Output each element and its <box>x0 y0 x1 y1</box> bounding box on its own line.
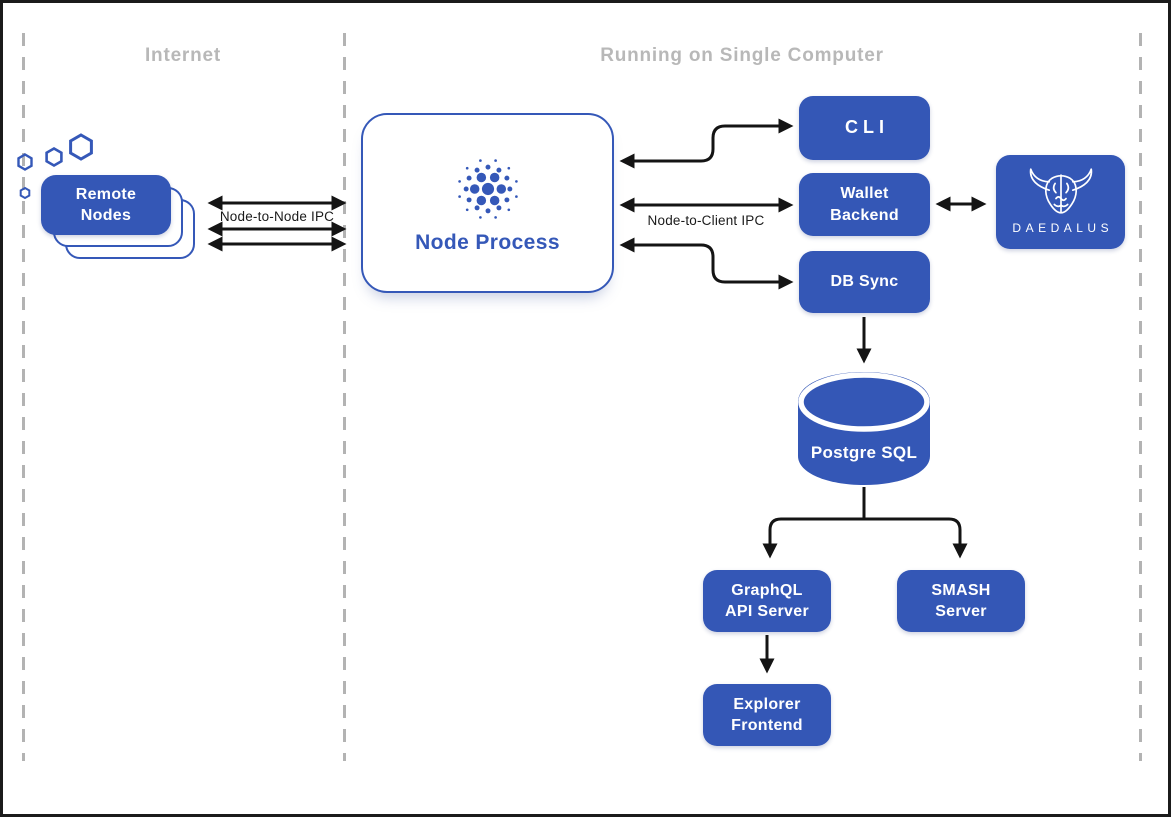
dashed-divider-left <box>22 33 25 761</box>
edge-postgres-branches <box>762 487 968 559</box>
section-header-internet: Internet <box>144 45 222 66</box>
wallet-backend-label-line2: Backend <box>830 206 899 224</box>
wallet-backend-label-line1: Wallet <box>840 185 889 203</box>
explorer-label-line1: Explorer <box>733 695 801 713</box>
remote-nodes-label-line1: Remote <box>75 185 137 203</box>
dashed-divider-middle <box>343 33 346 761</box>
node-graphql-api-server: GraphQL API Server <box>703 570 831 632</box>
database-cylinder-icon <box>798 372 930 485</box>
graphql-label-line1: GraphQL <box>731 581 803 599</box>
node-wallet-backend: Wallet Backend <box>799 173 930 236</box>
node-smash-server: SMASH Server <box>897 570 1025 632</box>
node-cli: CLI <box>799 96 930 160</box>
node-daedalus: DAEDALUS <box>996 155 1125 249</box>
node-process-label: Node Process <box>415 231 560 254</box>
node-db-sync: DB Sync <box>799 251 930 313</box>
node-remote-nodes: Remote Nodes <box>41 175 171 235</box>
daedalus-logo-icon <box>1029 168 1092 214</box>
postgre-sql-label: Postgre SQL <box>810 443 918 462</box>
graphql-label-line2: API Server <box>725 603 809 620</box>
node-node-process: Node Process <box>361 113 614 293</box>
cardano-logo-icon <box>457 159 518 219</box>
node-explorer-frontend: Explorer Frontend <box>703 684 831 746</box>
smash-label-line1: SMASH <box>931 581 991 599</box>
section-header-single-computer: Running on Single Computer <box>600 45 884 66</box>
smash-label-line2: Server <box>935 603 987 620</box>
edge-label-node-to-client-ipc: Node-to-Client IPC <box>647 213 765 228</box>
cli-label: CLI <box>845 117 889 138</box>
remote-nodes-label-line2: Nodes <box>80 207 132 224</box>
edge-label-node-to-node-ipc: Node-to-Node IPC <box>219 209 335 224</box>
explorer-label-line2: Frontend <box>731 717 803 734</box>
dashed-divider-right <box>1139 33 1142 761</box>
db-sync-label: DB Sync <box>830 273 899 291</box>
daedalus-label: DAEDALUS <box>1012 221 1114 235</box>
edge-node-to-client <box>619 118 794 290</box>
